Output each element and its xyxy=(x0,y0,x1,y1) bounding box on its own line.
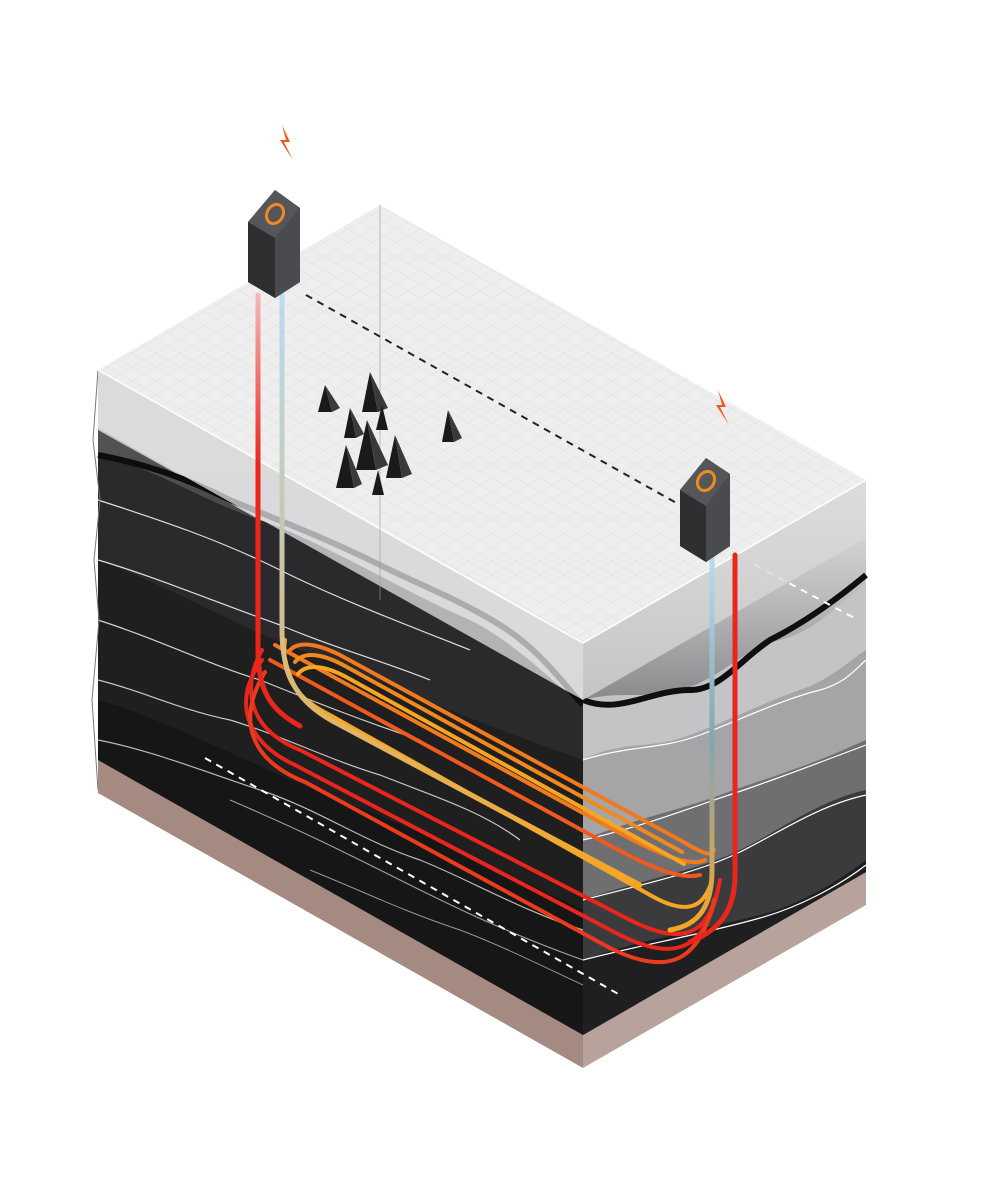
base-soil-layer xyxy=(98,760,866,1068)
seismic-spike-icon xyxy=(442,410,462,442)
seismic-spike-icon xyxy=(386,435,412,478)
deep-dashed-line xyxy=(204,757,621,996)
plant-ring-icon xyxy=(695,469,717,493)
right-power-plant-building xyxy=(680,458,730,562)
seismic-spike-icon xyxy=(362,372,388,412)
left-lightning-bolt-icon xyxy=(280,125,293,160)
plant-ring-icon xyxy=(264,202,286,226)
seismic-spike-icon xyxy=(318,385,340,412)
seismic-spike-icon xyxy=(344,408,364,438)
seismic-spike-icon xyxy=(376,405,388,430)
left-power-plant-building xyxy=(248,190,300,298)
seismic-spike-icon xyxy=(356,420,388,470)
seismic-spike-icon xyxy=(336,445,362,488)
seismic-spike-icon xyxy=(372,470,384,495)
left-well xyxy=(255,292,643,888)
seismic-spike-cluster xyxy=(318,372,462,495)
right-well xyxy=(667,552,738,945)
surface-dashed-line xyxy=(305,294,681,506)
surface-top xyxy=(97,205,867,700)
right-lightning-bolt-icon xyxy=(716,390,729,425)
